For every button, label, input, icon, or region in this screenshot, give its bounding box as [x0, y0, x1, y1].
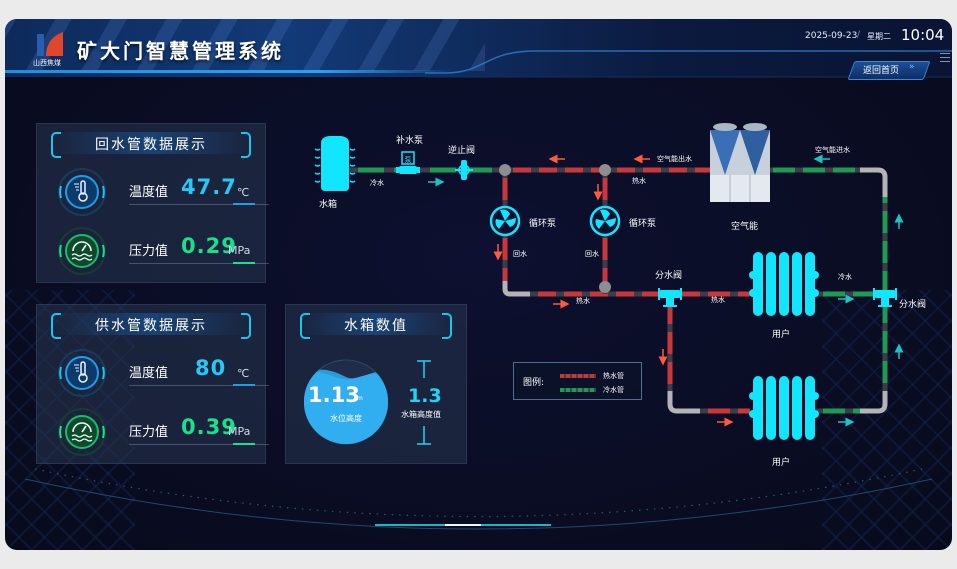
panel-title-bar: 水箱数值	[300, 313, 452, 339]
legend-swatch-cold	[560, 388, 596, 392]
pump-glyph: 泵	[405, 156, 412, 164]
pipe-legend: 图例: 热水管 冷水管	[513, 362, 642, 400]
weekday-display: 星期二	[867, 32, 891, 41]
label-makeup-pump: 补水泵	[396, 136, 424, 146]
temperature-row: 温度值 47.7 ℃	[57, 167, 269, 217]
neutral-pipe-bend	[667, 391, 700, 414]
label-divider-valve: 分水阀	[899, 300, 927, 310]
dashboard-screen: 山西焦煤 矿大门智慧管理系统 2025-09-23 / 星期二 10:04 返回…	[5, 19, 952, 550]
pressure-gauge-icon	[58, 408, 106, 456]
return-pipe-panel: 回水管数据展示 温度值 47.7 ℃	[36, 123, 269, 283]
legend-swatch-hot	[560, 374, 596, 378]
return-home-label[interactable]: 返回首页	[863, 66, 900, 76]
check-valve-icon	[455, 160, 473, 180]
water-level-gauge	[304, 359, 388, 445]
legend-label-hot: 热水管	[603, 372, 624, 380]
radiator-user-icon	[749, 376, 819, 440]
bottom-arc-decoration	[24, 468, 933, 530]
temperature-value: 80	[195, 356, 227, 380]
panel-title-bar: 供水管数据展示	[51, 313, 251, 339]
water-level-value: 1.13	[308, 383, 360, 407]
temperature-unit: ℃	[237, 186, 250, 199]
neutral-pipe-bend	[860, 391, 888, 414]
pipe-diagram: 泵	[314, 123, 904, 440]
label-air-energy: 空气能	[731, 222, 759, 232]
label-user: 用户	[772, 330, 791, 340]
time-display: 10:04	[901, 26, 945, 44]
pressure-unit: MPa	[228, 425, 251, 438]
header-divider	[5, 70, 455, 73]
label-air-energy-out: 空气能出水	[657, 155, 692, 163]
label-user: 用户	[772, 458, 791, 468]
pipe-junction	[499, 164, 511, 176]
pressure-label: 压力值	[129, 244, 169, 259]
pressure-gauge-icon	[58, 227, 106, 275]
panel-title: 回水管数据展示	[95, 137, 207, 153]
label-hot-water: 热水	[711, 296, 725, 304]
label-air-energy-in: 空气能进水	[815, 146, 850, 154]
date-separator: /	[857, 30, 861, 40]
air-energy-unit-icon	[710, 123, 770, 202]
water-level-unit: m	[357, 395, 363, 402]
label-divider-valve: 分水阀	[655, 271, 683, 281]
header-bar	[5, 19, 952, 77]
label-cold-water: 冷水	[838, 273, 852, 281]
pressure-value: 0.39	[181, 415, 237, 439]
date-display: 2025-09-23	[805, 31, 858, 41]
pressure-row: 压力值 0.29 MPa	[57, 226, 269, 276]
temperature-label: 温度值	[129, 185, 169, 200]
label-circ-pump: 循环泵	[529, 219, 557, 229]
pressure-value: 0.29	[181, 234, 237, 258]
menu-icon[interactable]	[940, 53, 950, 62]
temperature-value: 47.7	[181, 175, 237, 199]
company-logo-icon	[37, 32, 63, 56]
legend-title: 图例:	[523, 378, 545, 388]
label-cold-water: 冷水	[370, 179, 384, 187]
legend-label-cold: 冷水管	[603, 386, 624, 394]
water-tank-icon	[314, 136, 356, 191]
pressure-label: 压力值	[129, 425, 169, 440]
panel-title: 水箱数值	[344, 318, 408, 334]
pressure-row: 压力值 0.39 MPa	[57, 407, 269, 457]
neutral-pipe-bend	[860, 167, 888, 197]
temperature-unit: ℃	[237, 367, 250, 380]
page-title: 矿大门智慧管理系统	[77, 39, 284, 63]
water-tank-panel: 水箱数值 1.13 m 水位高度 1.3 水箱高度值	[285, 304, 467, 464]
pipe-junction	[599, 164, 611, 176]
label-hot-water: 热水	[632, 177, 646, 185]
label-check-valve: 逆止阀	[448, 146, 476, 156]
pipe-junction	[599, 281, 611, 293]
panel-title: 供水管数据展示	[95, 318, 207, 334]
tank-height-scale	[417, 360, 431, 445]
label-return-water: 回水	[585, 250, 599, 258]
divider-valve-icon	[873, 288, 897, 307]
label-return-water: 回水	[513, 250, 527, 258]
label-circ-pump: 循环泵	[629, 219, 657, 229]
thermometer-icon	[58, 168, 106, 216]
radiator-user-icon	[749, 252, 819, 316]
label-water-tank: 水箱	[319, 200, 338, 210]
pressure-unit: MPa	[228, 244, 251, 257]
logo-text: 山西焦煤	[33, 59, 61, 67]
chevron-right-icon[interactable]: »	[909, 62, 915, 72]
temperature-row: 温度值 80 ℃	[57, 348, 269, 398]
circulation-pump-icon	[589, 205, 621, 237]
circulation-pump-icon	[489, 205, 521, 237]
tank-height-label: 水箱高度值	[401, 410, 441, 419]
label-hot-water: 热水	[576, 297, 590, 305]
thermometer-icon	[58, 349, 106, 397]
panel-title-bar: 回水管数据展示	[51, 132, 251, 158]
temperature-label: 温度值	[129, 366, 169, 381]
supply-pipe-panel: 供水管数据展示 温度值 80 ℃	[36, 304, 269, 464]
makeup-pump-icon	[396, 151, 420, 174]
tank-height-value: 1.3	[408, 385, 442, 407]
divider-valve-icon	[658, 288, 682, 307]
water-level-label: 水位高度	[330, 414, 362, 423]
neutral-pipe-bend	[502, 281, 530, 297]
